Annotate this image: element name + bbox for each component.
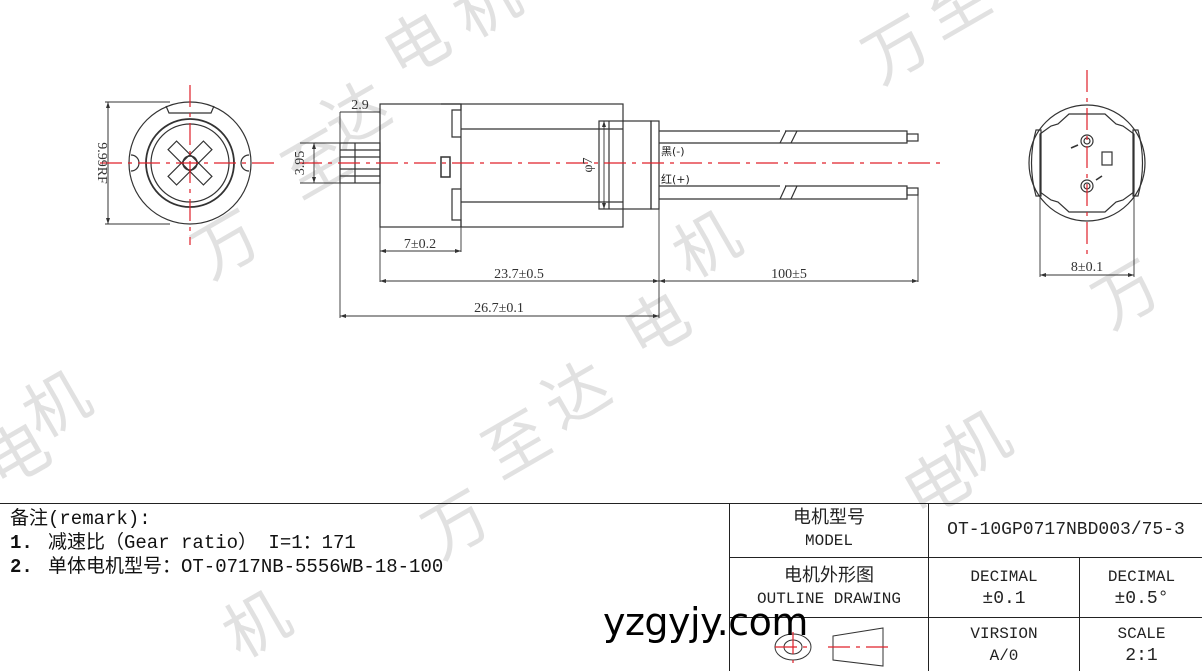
svg-text:达: 达	[531, 348, 623, 444]
title-block-divider	[0, 503, 1202, 504]
drawing-label-cn: 电机外形图	[784, 566, 874, 587]
remark-item: 2. 单体电机型号：OT-0717NB-5556WB-18-100	[10, 555, 443, 579]
drawing-label-en: OUTLINE DRAWING	[756, 589, 902, 608]
remark-text: 减速比（Gear ratio） I=1：171	[48, 532, 356, 554]
version-value: A/0	[989, 646, 1019, 665]
dimension-arrows	[106, 102, 1134, 318]
dim-gearbox-length: 7±0.2	[404, 237, 436, 252]
svg-text:电: 电	[371, 0, 463, 94]
scale-label: SCALE	[1117, 624, 1166, 643]
angle-tolerance-cell: DECIMAL ±0.5°	[1080, 558, 1202, 617]
title-row-model: 电机型号 MODEL OT-10GP0717NBD003/75-3	[730, 503, 1202, 558]
version-label: VIRSION	[970, 624, 1038, 643]
scale-cell: SCALE 2:1	[1080, 618, 1202, 671]
model-label-cell: 电机型号 MODEL	[730, 503, 929, 557]
wire-black-label: 黑(-)	[661, 145, 685, 158]
svg-text:机: 机	[211, 578, 303, 671]
version-cell: VIRSION A/0	[929, 618, 1080, 671]
centerlines	[100, 70, 1088, 663]
rear-dim-label: 8±0.1	[1071, 260, 1103, 275]
scale-value: 2:1	[1125, 645, 1158, 666]
model-value-cell: OT-10GP0717NBD003/75-3	[929, 503, 1202, 557]
remarks-title: 备注(remark):	[10, 508, 151, 530]
dim-diameter: φ7	[581, 157, 596, 172]
dim-shaft-height: 3.95	[293, 151, 308, 176]
remark-text: 单体电机型号：OT-0717NB-5556WB-18-100	[48, 556, 444, 578]
dim-lead-length: 100±5	[771, 267, 807, 282]
drawing-label-cell: 电机外形图 OUTLINE DRAWING	[730, 558, 929, 617]
title-row-tolerance: 电机外形图 OUTLINE DRAWING DECIMAL ±0.1 DECIM…	[730, 558, 1202, 618]
remark-number: 1.	[10, 532, 33, 554]
wire-red-label: 红(+)	[661, 173, 690, 186]
remark-item: 1. 减速比（Gear ratio） I=1：171	[10, 531, 443, 555]
svg-text:万: 万	[181, 198, 273, 294]
model-label-cn: 电机型号	[793, 509, 865, 529]
dimension-labels: 9.99RF 2.9 3.95 φ7 7±0.2 23.7±0.5 100±5 …	[94, 98, 1103, 316]
remarks-section: 备注(remark): 1. 减速比（Gear ratio） I=1：171 2.…	[10, 507, 443, 579]
side-view	[300, 103, 919, 318]
svg-text:电: 电	[611, 278, 703, 374]
rear-view	[1028, 104, 1146, 277]
angle-tolerance-value: ±0.5°	[1114, 588, 1169, 609]
dim-motor-length: 23.7±0.5	[494, 267, 544, 282]
svg-text:机: 机	[661, 198, 753, 294]
title-row-version: VIRSION A/0 SCALE 2:1	[730, 618, 1202, 671]
projection-symbol-cell	[730, 618, 929, 671]
model-value: OT-10GP0717NBD003/75-3	[947, 520, 1185, 540]
dim-gear-length: 2.9	[351, 98, 369, 113]
angle-tolerance-label: DECIMAL	[1107, 567, 1176, 586]
title-block: 电机型号 MODEL OT-10GP0717NBD003/75-3 电机外形图 …	[729, 503, 1202, 671]
site-watermark: yzgyjy.com	[603, 600, 808, 644]
linear-tolerance-cell: DECIMAL ±0.1	[929, 558, 1080, 617]
model-label-en: MODEL	[804, 532, 853, 550]
linear-tolerance-value: ±0.1	[982, 588, 1026, 609]
front-dim-label: 9.99RF	[94, 142, 109, 184]
remark-number: 2.	[10, 556, 33, 578]
dim-overall-length: 26.7±0.1	[474, 301, 524, 316]
svg-text:机: 机	[441, 0, 533, 54]
linear-tolerance-label: DECIMAL	[970, 567, 1038, 586]
